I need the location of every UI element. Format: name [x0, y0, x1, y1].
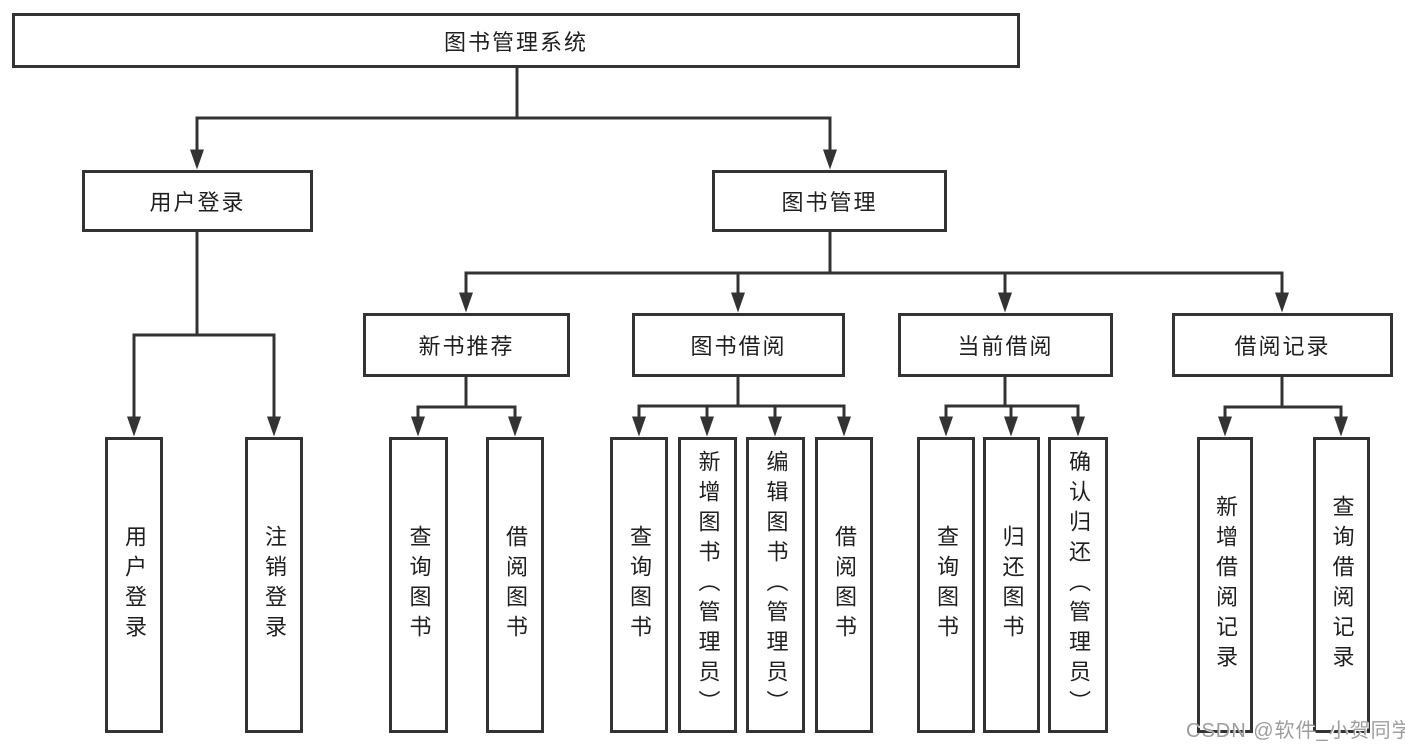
node-new-book-recommendation: 新书推荐: [363, 313, 570, 377]
leaf-confirm-return-admin: 确认归还（管理员）: [1048, 437, 1108, 733]
leaf-return-books: 归还图书: [983, 437, 1040, 733]
node-library-management-system: 图书管理系统: [12, 13, 1020, 68]
leaf-add-books-admin: 新增图书（管理员）: [678, 437, 737, 733]
leaf-user-login: 用户登录: [105, 437, 163, 733]
node-book-management: 图书管理: [712, 170, 947, 232]
leaf-logout: 注销登录: [245, 437, 303, 733]
leaf-add-borrow-record: 新增借阅记录: [1197, 437, 1253, 733]
leaf-query-books-cb: 查询图书: [917, 437, 975, 733]
node-current-borrowing: 当前借阅: [898, 313, 1113, 377]
leaf-query-books-rec: 查询图书: [389, 437, 448, 733]
leaf-borrow-books-bb: 借阅图书: [815, 437, 873, 733]
node-book-borrowing: 图书借阅: [632, 313, 845, 377]
csdn-watermark: CSDN @软件_小贺同学: [1186, 720, 1405, 742]
leaf-query-borrow-record: 查询借阅记录: [1313, 437, 1370, 733]
leaf-borrow-books-rec: 借阅图书: [486, 437, 544, 733]
leaf-edit-books-admin: 编辑图书（管理员）: [746, 437, 805, 733]
node-borrowing-records: 借阅记录: [1172, 313, 1393, 377]
leaf-query-books-bb: 查询图书: [610, 437, 668, 733]
node-user-login: 用户登录: [82, 170, 313, 232]
